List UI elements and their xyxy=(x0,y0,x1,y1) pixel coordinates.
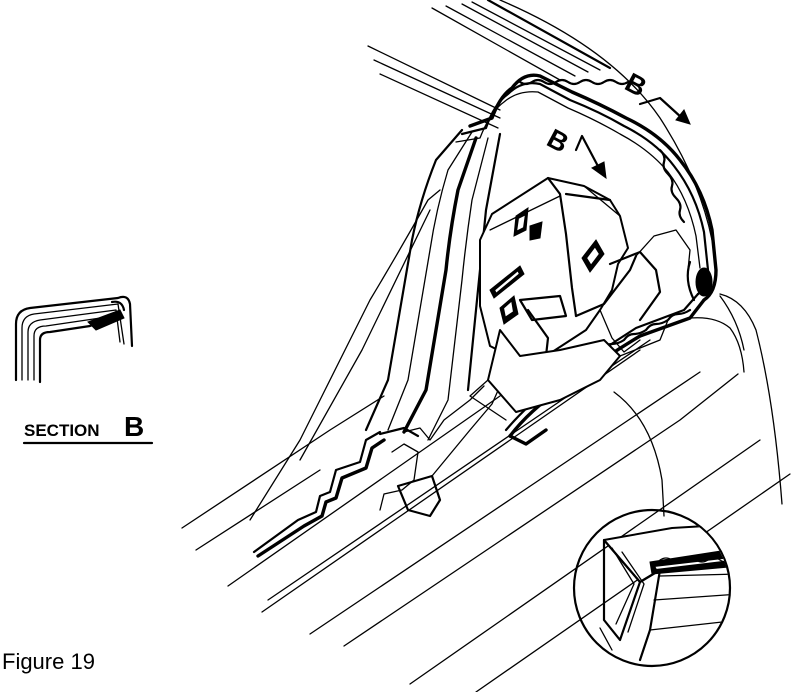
callout-b-upper: B xyxy=(620,67,651,103)
callout-lower-leader xyxy=(574,134,602,172)
callout-b-lower: B xyxy=(542,123,573,159)
figure-caption: Figure 19 xyxy=(2,649,95,674)
door-pillar xyxy=(249,128,502,521)
arrowhead-lower xyxy=(591,161,607,180)
section-label-letter: B xyxy=(124,411,144,442)
roof-rail-lines xyxy=(367,0,713,241)
section-b-profile xyxy=(14,295,134,384)
detail-magnifier xyxy=(572,391,732,668)
section-label-word: SECTION xyxy=(24,421,100,440)
callout-upper-leader xyxy=(638,96,684,120)
arrowhead-upper xyxy=(675,109,691,125)
inner-bracket xyxy=(469,176,691,421)
rocker-lines xyxy=(181,293,791,692)
